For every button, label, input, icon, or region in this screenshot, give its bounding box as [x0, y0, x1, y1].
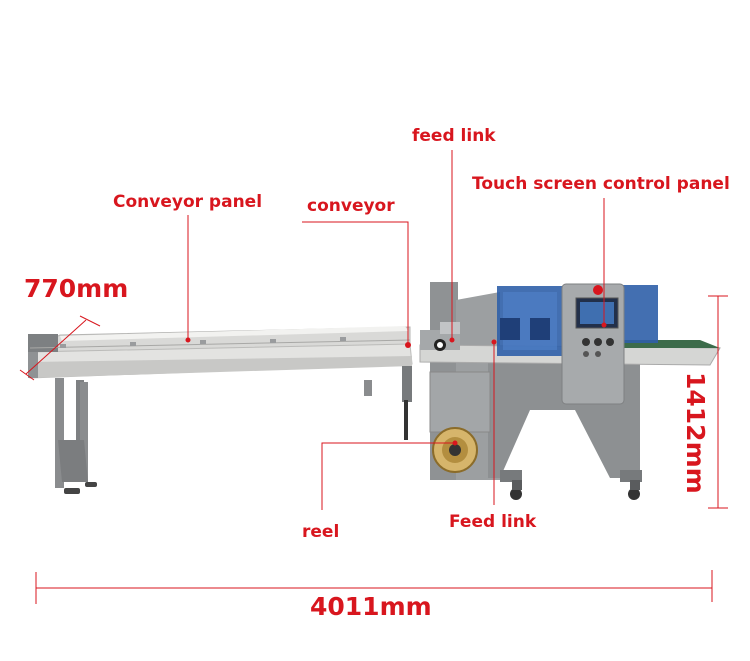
conveyor-body — [28, 326, 413, 440]
dim-label-770: 770mm — [24, 274, 129, 303]
label-conveyor: conveyor — [307, 196, 395, 216]
dim-label-4011: 4011mm — [310, 592, 432, 621]
leader-conveyor — [302, 221, 409, 345]
dim-label-1412: 1412mm — [681, 372, 710, 494]
leader-reel — [321, 442, 455, 510]
leader-feed-link-top-dot — [449, 337, 455, 343]
label-conveyor-panel: Conveyor panel — [113, 192, 263, 212]
leader-lines — [185, 150, 607, 510]
dimension-lines — [19, 295, 728, 604]
dim-770-line — [25, 319, 87, 375]
conveyor-legs — [55, 378, 372, 494]
label-feed-link-bottom: Feed link — [449, 512, 537, 532]
main-frame — [419, 282, 721, 500]
label-feed-link-top: feed link — [412, 126, 496, 146]
label-touch-screen: Touch screen control panel — [472, 174, 730, 194]
label-reel: reel — [302, 522, 340, 542]
